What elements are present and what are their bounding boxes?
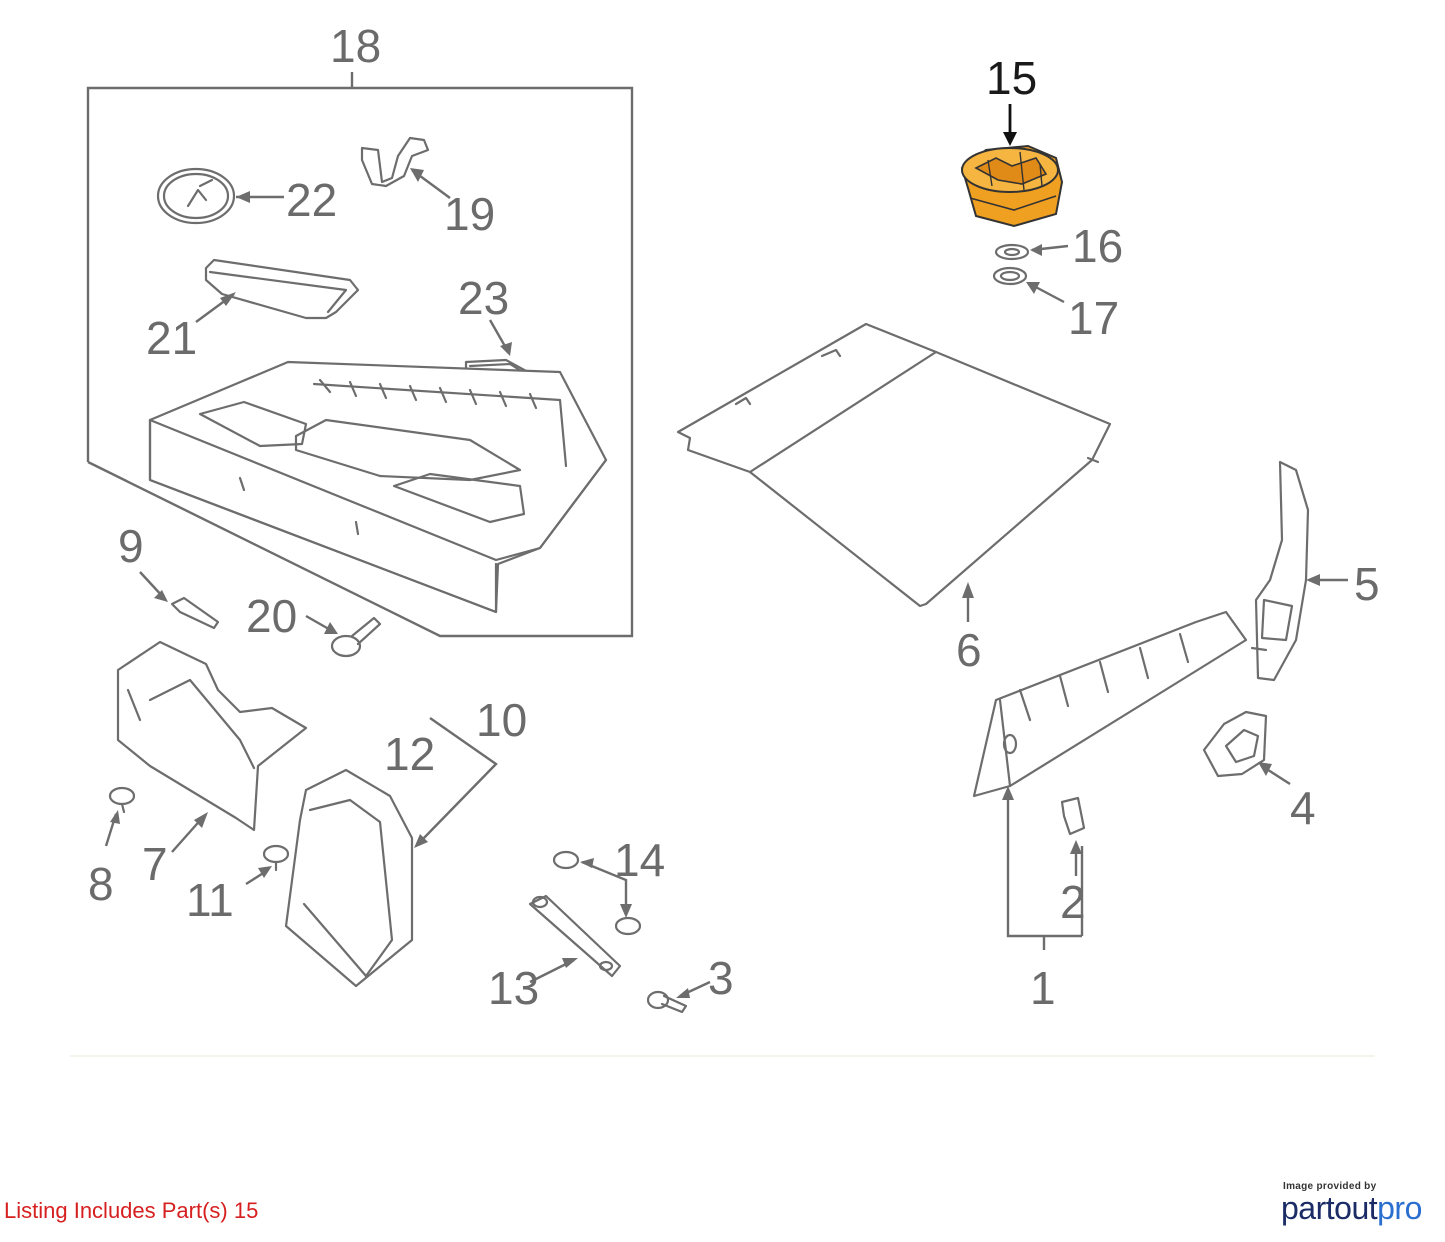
part-17-drawing bbox=[992, 266, 1065, 304]
callout-7: 7 bbox=[142, 838, 168, 890]
part-9-drawing bbox=[139, 571, 220, 630]
callout-16: 16 bbox=[1072, 220, 1123, 272]
part-5-drawing bbox=[1250, 460, 1348, 682]
part-13-drawing bbox=[528, 894, 622, 984]
part-12-drawing bbox=[284, 717, 498, 988]
callout-11: 11 bbox=[186, 874, 234, 926]
part-8-drawing bbox=[104, 786, 136, 847]
part-2-drawing bbox=[1060, 796, 1086, 936]
callout-1: 1 bbox=[1030, 962, 1056, 1014]
part-6-drawing bbox=[676, 322, 1112, 622]
part-22-drawing bbox=[156, 167, 284, 225]
part-7-drawing bbox=[116, 640, 308, 853]
part-11-drawing bbox=[245, 844, 290, 886]
callout-5: 5 bbox=[1354, 558, 1380, 610]
part-16-drawing bbox=[994, 243, 1069, 261]
part-19-drawing bbox=[360, 136, 451, 199]
callout-17: 17 bbox=[1068, 292, 1119, 344]
callout-13: 13 bbox=[488, 962, 539, 1014]
part-14-drawing bbox=[552, 850, 642, 936]
part-3-drawing bbox=[646, 980, 711, 1014]
callout-3: 3 bbox=[708, 952, 734, 1004]
callout-2: 2 bbox=[1060, 876, 1086, 928]
logo-text-partout: partout bbox=[1281, 1190, 1378, 1226]
part-4-drawing bbox=[1202, 710, 1291, 786]
callout-10: 10 bbox=[476, 694, 527, 746]
part-18-group-box bbox=[86, 72, 634, 638]
image-credit-caption: Image provided by bbox=[1283, 1181, 1377, 1192]
callout-4: 4 bbox=[1290, 782, 1316, 834]
callout-6: 6 bbox=[956, 624, 982, 676]
partoutpro-logo: partoutpro bbox=[1281, 1190, 1422, 1227]
callout-8: 8 bbox=[88, 858, 114, 910]
listing-note: Listing Includes Part(s) 15 bbox=[4, 1198, 259, 1223]
callout-21: 21 bbox=[146, 312, 197, 364]
callout-12: 12 bbox=[384, 728, 435, 780]
callout-22: 22 bbox=[286, 174, 337, 226]
part-15-highlighted-drawing bbox=[960, 104, 1064, 228]
callout-23: 23 bbox=[458, 272, 509, 324]
logo-text-pro: pro bbox=[1377, 1190, 1422, 1226]
callout-14: 14 bbox=[614, 834, 665, 886]
callout-19: 19 bbox=[444, 188, 495, 240]
part-18-drawing bbox=[148, 360, 608, 614]
divider bbox=[70, 1055, 1375, 1057]
part-21-drawing bbox=[195, 258, 360, 323]
part-20-drawing bbox=[305, 614, 382, 658]
part-1-drawing bbox=[972, 610, 1248, 950]
callout-15: 15 bbox=[986, 52, 1037, 104]
callout-9: 9 bbox=[118, 520, 144, 572]
callout-18: 18 bbox=[330, 20, 381, 72]
callout-20: 20 bbox=[246, 590, 297, 642]
